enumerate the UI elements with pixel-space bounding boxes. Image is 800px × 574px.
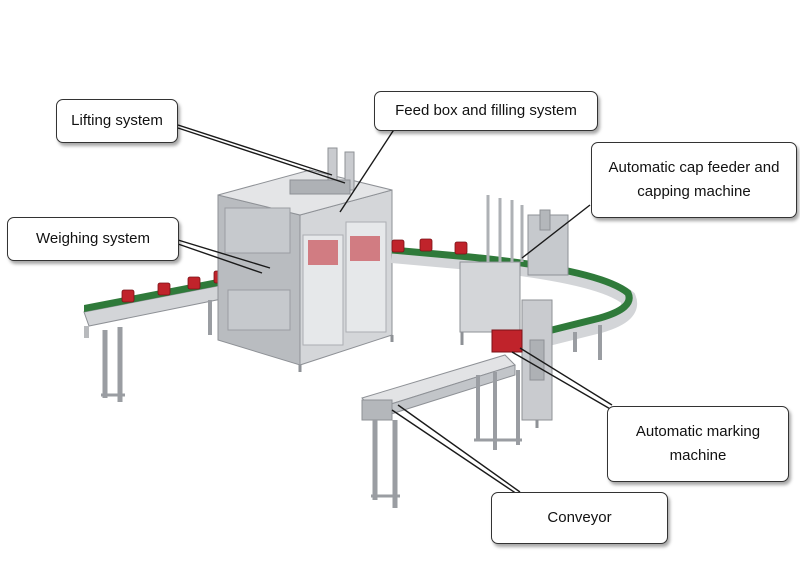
callout-lifting-system: Lifting system <box>56 99 178 143</box>
leader-conveyor-2 <box>391 409 521 497</box>
leader-conveyor-1 <box>397 404 521 493</box>
leader-marking-2 <box>511 351 613 411</box>
leader-lines <box>177 124 613 497</box>
callout-marking-machine: Automatic marking machine <box>607 406 789 482</box>
front-conveyor <box>361 354 522 508</box>
leader-weighing-1 <box>177 239 271 269</box>
leader-marking-1 <box>519 347 613 406</box>
leader-lifting-2 <box>177 127 346 184</box>
filling-cabinet <box>217 147 394 372</box>
leader-feed-box <box>339 127 396 213</box>
containers-curve <box>391 238 468 255</box>
callout-feed-box: Feed box and filling system <box>374 91 598 131</box>
label-cap-feeder-line1: Automatic cap feeder and <box>608 159 780 176</box>
label-marking-line2: machine <box>669 447 727 464</box>
label-conveyor: Conveyor <box>547 509 612 526</box>
leader-lifting-1 <box>177 124 333 176</box>
callout-weighing-system: Weighing system <box>7 217 179 261</box>
callout-cap-feeder: Automatic cap feeder and capping machine <box>591 142 797 218</box>
label-lifting-system: Lifting system <box>71 112 163 129</box>
label-feed-box: Feed box and filling system <box>395 102 577 119</box>
label-marking-line1: Automatic marking <box>635 423 761 440</box>
label-cap-feeder-line2: capping machine <box>637 183 751 200</box>
callout-conveyor: Conveyor <box>491 492 668 544</box>
label-weighing-system: Weighing system <box>36 230 150 247</box>
leader-weighing-2 <box>177 243 263 274</box>
leader-cap-feeder <box>521 204 591 259</box>
capping-machine <box>459 195 569 345</box>
